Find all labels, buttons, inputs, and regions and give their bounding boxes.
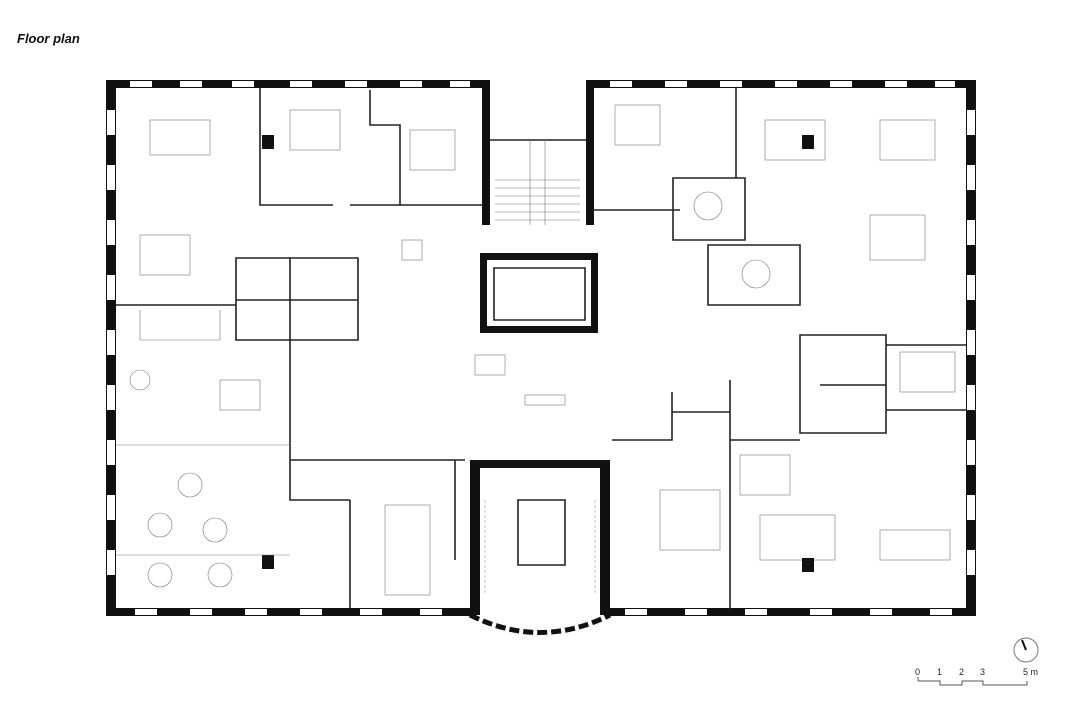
drawing-title: Floor plan [17, 31, 80, 46]
top-stair [490, 139, 586, 225]
scale-tick-5m: 5 m [1023, 667, 1038, 677]
furniture [116, 104, 956, 596]
elevator-core [480, 253, 598, 333]
scale-bar: 0 1 2 3 5 m [915, 667, 1038, 686]
scale-tick-3: 3 [980, 667, 985, 677]
scale-tick-2: 2 [959, 667, 964, 677]
interior-walls [116, 88, 966, 610]
north-arrow-icon [1013, 637, 1039, 663]
scale-tick-0: 0 [915, 667, 920, 677]
scale-tick-1: 1 [937, 667, 942, 677]
south-core [468, 460, 612, 635]
exterior-walls [106, 80, 976, 616]
